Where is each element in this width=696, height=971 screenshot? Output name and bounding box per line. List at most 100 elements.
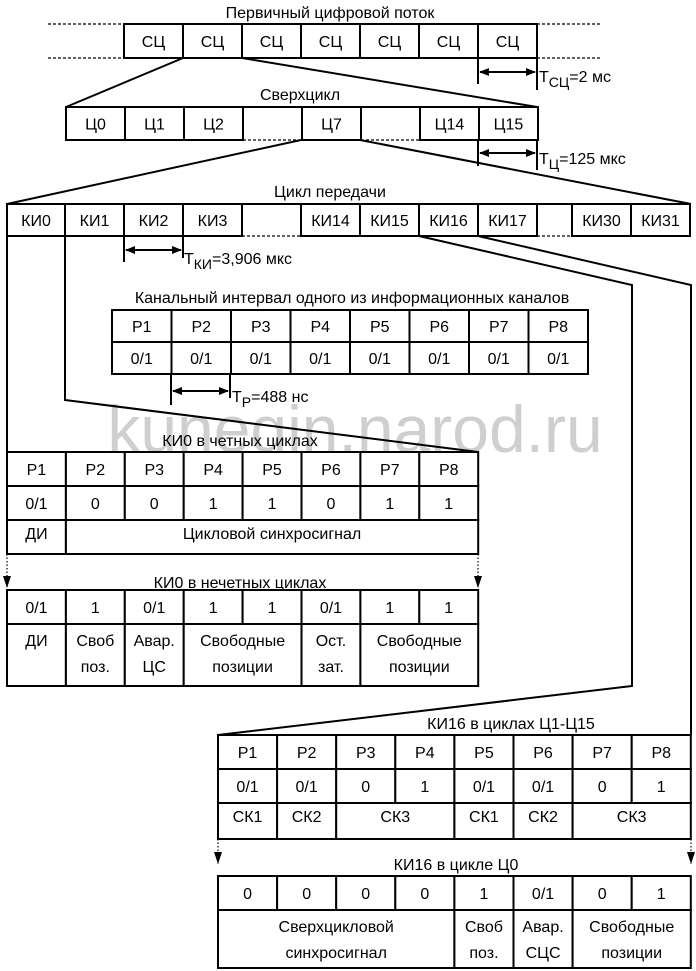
channel-cell: Р4 bbox=[289, 309, 351, 343]
channel-cell: 0/1 bbox=[230, 341, 292, 375]
ki0_even-cell: Р6 bbox=[300, 451, 362, 487]
cell-label: Ост. bbox=[316, 633, 346, 650]
cell-label: 0/1 bbox=[131, 351, 153, 368]
ki0_even-cell: 1 bbox=[182, 485, 244, 521]
ki0_even-cell: Р4 bbox=[182, 451, 244, 487]
channel-cell: 0/1 bbox=[408, 341, 470, 375]
cell-label: Р1 bbox=[27, 462, 47, 479]
cell-label: 1 bbox=[479, 886, 488, 903]
channel-cell: 0/1 bbox=[111, 341, 173, 375]
superframe-cell: Ц2 bbox=[183, 106, 244, 141]
ki0_even-cell: Цикловой синхросигнал bbox=[64, 519, 480, 555]
zoom-line bbox=[6, 139, 302, 205]
cell-label: 1 bbox=[268, 496, 277, 513]
cell-label: 0 bbox=[598, 886, 607, 903]
ki0_odd-cell: 1 bbox=[64, 589, 126, 625]
ki0_odd-cell: 0/1 bbox=[300, 589, 362, 625]
cell-label: 1 bbox=[657, 779, 666, 796]
frame-cell: КИ17 bbox=[477, 203, 538, 237]
cell-label: Свободные bbox=[377, 633, 462, 650]
cell-label: Сверхцикловой bbox=[279, 919, 394, 936]
cell-label: СЦ bbox=[260, 34, 284, 51]
ki16_c1_15-cell: Р6 bbox=[512, 734, 574, 770]
cell-label: СК1 bbox=[469, 809, 499, 826]
cell-label: 0/1 bbox=[25, 496, 47, 513]
ki0_odd-cell: Свободные позиции bbox=[182, 623, 303, 687]
cell-label: Ц2 bbox=[203, 117, 224, 134]
cell-label: 0/1 bbox=[296, 779, 318, 796]
ki0_odd-cell: Своб поз. bbox=[64, 623, 126, 687]
ki0_even-cell: ДИ bbox=[6, 519, 67, 555]
stream-cell: СЦ bbox=[300, 23, 361, 59]
ki16_c1_15-cell: 1 bbox=[630, 768, 692, 804]
cell-label: Р8 bbox=[439, 462, 459, 479]
zoom-line bbox=[359, 139, 692, 205]
cell-label: 0/1 bbox=[25, 600, 47, 617]
stream-period-marker: TСЦ=2 мс bbox=[477, 58, 611, 90]
cell-label: синхросигнал bbox=[285, 945, 386, 962]
ki0_even-cell: 0 bbox=[300, 485, 362, 521]
cell-label: КИ1 bbox=[80, 213, 110, 230]
ki16_c1_15-cell: 1 bbox=[394, 768, 456, 804]
cell-label: СК2 bbox=[528, 809, 558, 826]
cell-label: 1 bbox=[385, 600, 394, 617]
cell-label: ДИ bbox=[25, 526, 47, 543]
channel-cell: Р5 bbox=[349, 309, 411, 343]
cell-label: Свободные bbox=[200, 633, 285, 650]
ki16_c0-cell: Сверхцикловой синхросигнал bbox=[217, 909, 456, 969]
ki16_c0-cell: Авар.СЦС bbox=[512, 909, 574, 969]
cell-label: КИ15 bbox=[370, 213, 409, 230]
cell-label: СЦС bbox=[526, 945, 561, 962]
frame-cell: КИ14 bbox=[300, 203, 361, 237]
ki0_even-cell: Р7 bbox=[359, 451, 421, 487]
ki16_c0-cell: 0 bbox=[276, 875, 338, 911]
ki16_c1_15-cell: 0/1 bbox=[276, 768, 338, 804]
cell-label: Р4 bbox=[415, 745, 435, 762]
stream-cell: СЦ bbox=[123, 23, 184, 59]
cell-label: СЦ bbox=[319, 34, 343, 51]
cell-label: Р2 bbox=[297, 745, 317, 762]
channel-cell: Р8 bbox=[527, 309, 589, 343]
frame-cell: КИ30 bbox=[571, 203, 632, 237]
cell-label: Ц1 bbox=[144, 117, 165, 134]
cell-label: КИ16 bbox=[429, 213, 468, 230]
cell-label: Р2 bbox=[191, 319, 211, 336]
ki0_even-cell: Р3 bbox=[123, 451, 185, 487]
cell-label: зат. bbox=[318, 659, 344, 676]
ki16_c0-cell: 0 bbox=[394, 875, 456, 911]
superframe-cell: Ц7 bbox=[301, 106, 362, 141]
ki16_c1_15-cell: Р2 bbox=[276, 734, 338, 770]
cell-label: Р5 bbox=[370, 319, 390, 336]
ki16_c1_15-title: КИ16 в циклах Ц1-Ц15 bbox=[427, 716, 595, 733]
ki0_odd-cell: 1 bbox=[241, 589, 303, 625]
ki0_odd-cell: 1 bbox=[418, 589, 480, 625]
cell-label: Ц14 bbox=[435, 117, 465, 134]
ki16_c1_15-cell: Р5 bbox=[453, 734, 515, 770]
superframe-period-marker: TЦ=125 мкс bbox=[477, 140, 626, 172]
cell-label: 0 bbox=[302, 886, 311, 903]
ki16_c0-cell: 1 bbox=[630, 875, 692, 911]
ki16_c1_15-cell: Р8 bbox=[630, 734, 692, 770]
ki16_c1_15-cell: СК2 bbox=[512, 802, 574, 840]
ki16_c1_15-cell: Р7 bbox=[571, 734, 633, 770]
cell-label: Р7 bbox=[380, 462, 400, 479]
cell-label: Цикловой синхросигнал bbox=[183, 526, 361, 543]
cell-label: позиции bbox=[212, 659, 273, 676]
cell-label: 0/1 bbox=[488, 351, 510, 368]
ki0_even-cell: Р5 bbox=[241, 451, 303, 487]
cell-label: СК2 bbox=[292, 809, 322, 826]
ki16_c1_15-cell: Р3 bbox=[335, 734, 397, 770]
cell-label: 1 bbox=[385, 496, 394, 513]
ki0_even-cell: Р8 bbox=[418, 451, 480, 487]
cell-label: Своб bbox=[76, 633, 114, 650]
frame-cell: КИ3 bbox=[182, 203, 243, 237]
superframe-cell: Ц15 bbox=[478, 106, 539, 141]
ki16_c0-title: КИ16 в цикле Ц0 bbox=[394, 857, 519, 874]
cell-label: 0/1 bbox=[532, 779, 554, 796]
ki0_even-cell: Р1 bbox=[6, 451, 67, 487]
cell-label: Ц0 bbox=[85, 117, 106, 134]
cell-label: поз. bbox=[81, 659, 110, 676]
cell-label: 0 bbox=[326, 496, 335, 513]
zoom-line bbox=[241, 57, 538, 108]
